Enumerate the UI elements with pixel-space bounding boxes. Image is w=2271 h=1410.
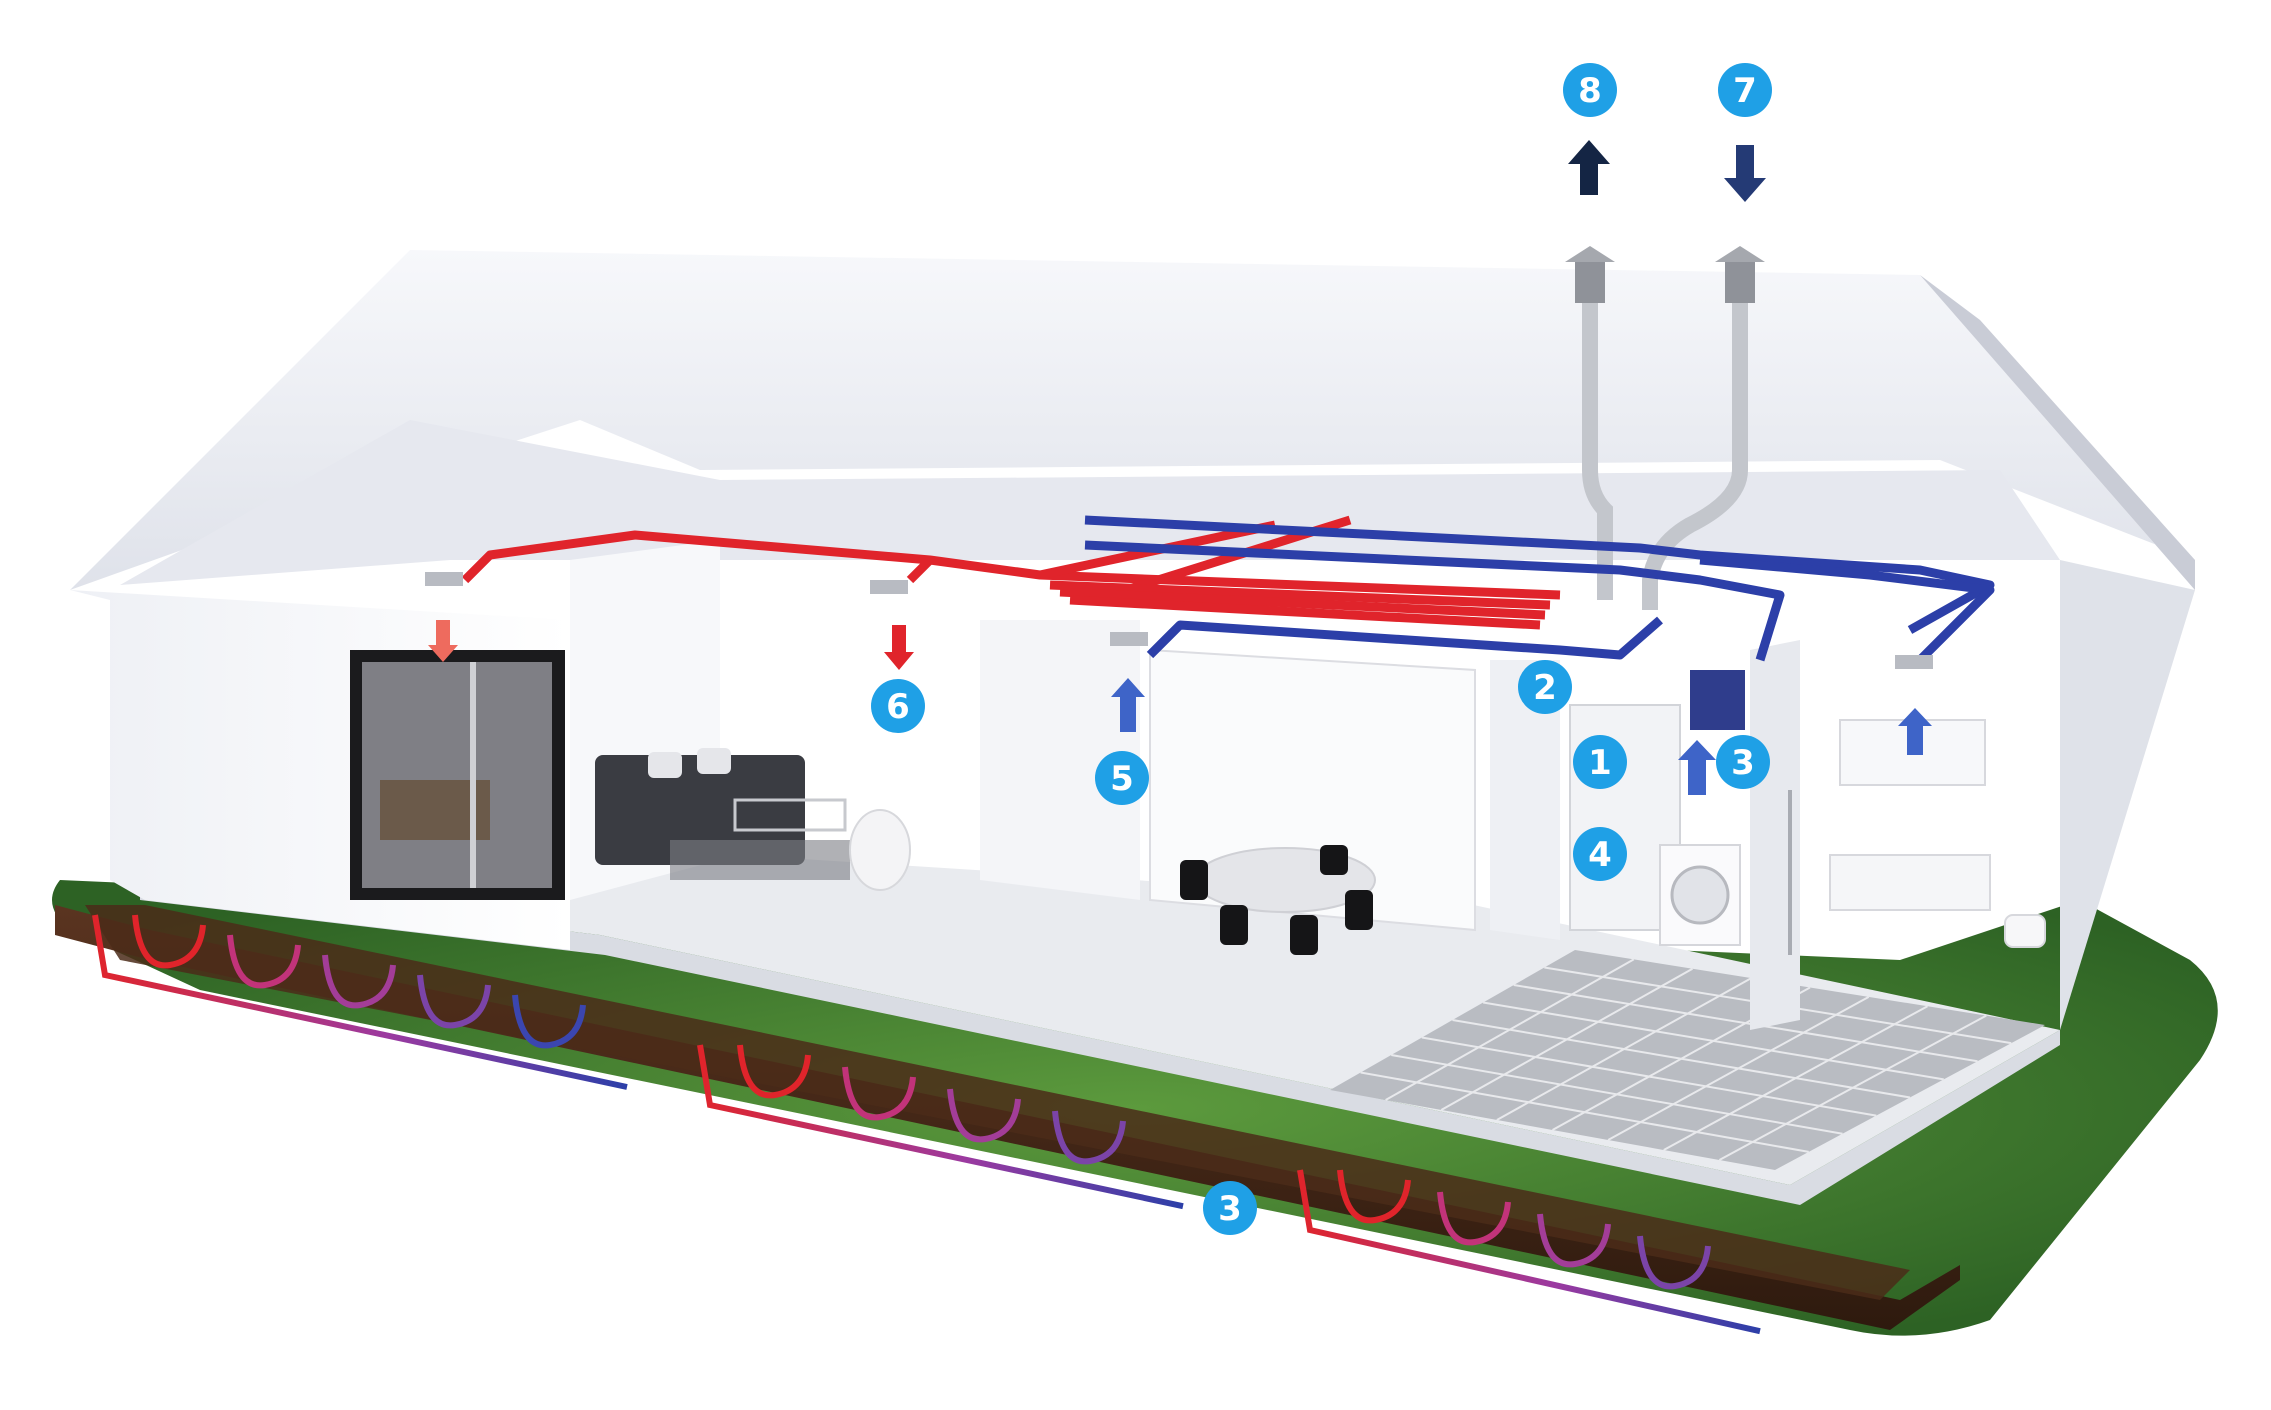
number-badges: 8 7 6 5 21 3 4 3 <box>871 63 1772 1235</box>
intake-stack-cap <box>1715 246 1765 262</box>
sofa-cushion <box>697 748 731 774</box>
ventilation-unit <box>1690 670 1745 730</box>
number-badge-5: 5 <box>1095 751 1149 805</box>
tile-line <box>1718 1014 1987 1161</box>
bathroom-partition <box>1750 640 1800 1030</box>
collector-loop <box>512 994 586 1049</box>
bathroom-vanity <box>1829 854 1991 911</box>
diffuser <box>1110 632 1148 646</box>
diffuser <box>425 572 463 586</box>
dining-chairs <box>1180 845 1373 955</box>
collector-loop <box>227 934 301 989</box>
badge-label: 8 <box>1578 71 1602 111</box>
number-badge-8: 8 <box>1563 63 1617 117</box>
right-exterior-wall <box>2060 560 2195 1030</box>
badge-label: 3 <box>1218 1189 1242 1229</box>
kitchen-wall <box>980 620 1140 900</box>
airflow-arrows <box>428 140 1932 795</box>
sofa-cushion <box>648 752 682 778</box>
tile-line <box>1452 1019 1911 1099</box>
warm-air-arrow-icon <box>884 625 914 670</box>
intake-arrow-icon <box>1724 145 1766 202</box>
roof-vents <box>1565 246 1765 610</box>
collector-header-pipe <box>92 914 628 1090</box>
intake-duct <box>1642 303 1748 610</box>
warm-air-arrow-icon <box>428 620 458 662</box>
roof <box>70 250 2195 590</box>
tile-line <box>1482 1001 1944 1081</box>
collector-loop <box>1537 1213 1611 1268</box>
soil-band <box>85 905 1910 1300</box>
window-mullion <box>470 662 476 888</box>
collector-loop <box>947 1088 1021 1143</box>
badge-circle <box>1716 735 1770 789</box>
exhaust-stack <box>1575 258 1605 303</box>
intake-stack <box>1725 258 1755 303</box>
cool-air-arrow-icon <box>1111 678 1145 732</box>
exhaust-stack-cap <box>1565 246 1615 262</box>
badge-circle <box>1518 660 1572 714</box>
coffee-table <box>733 798 847 832</box>
badge-label: 7 <box>1733 71 1757 111</box>
collector-header-pipe <box>697 1044 1184 1210</box>
badge-label: 2 <box>1533 668 1557 708</box>
washing-machine-door <box>1670 865 1730 925</box>
collector-loop <box>842 1066 916 1121</box>
ground-heat-collector <box>92 914 1761 1335</box>
collector-loop <box>1437 1191 1511 1246</box>
badge-circle <box>1718 63 1772 117</box>
number-badge-3: 3 <box>1203 1181 1257 1235</box>
number-badge-7: 7 <box>1718 63 1772 117</box>
armchair <box>849 809 911 891</box>
exhaust-duct <box>1582 303 1613 600</box>
cool-air-arrow-icon <box>1898 708 1932 755</box>
roof-gable-right <box>1920 275 2195 590</box>
sofa <box>595 755 805 865</box>
exhaust-arrow-icon <box>1568 140 1610 195</box>
diffuser <box>870 580 908 594</box>
badge-label: 3 <box>1731 743 1755 783</box>
collector-loop <box>417 974 491 1029</box>
rug <box>670 840 850 880</box>
badge-circle <box>1203 1181 1257 1235</box>
badge-circle <box>1573 735 1627 789</box>
tile-line <box>1513 984 1978 1063</box>
collector-loop <box>1052 1110 1126 1165</box>
badge-circle <box>871 679 925 733</box>
badge-circle <box>1573 827 1627 881</box>
technical-room-wall <box>1490 660 1560 940</box>
floor-slab <box>140 880 2060 1205</box>
wall-toilet <box>2004 914 2046 948</box>
badge-circle <box>1095 751 1149 805</box>
collector-loop <box>1637 1235 1711 1290</box>
badge-label: 4 <box>1588 835 1612 875</box>
collector-loop <box>1337 1169 1411 1224</box>
number-badge-1: 1 <box>1573 735 1627 789</box>
number-badge-6: 6 <box>871 679 925 733</box>
number-badge-3: 3 <box>1716 735 1770 789</box>
supply-air-ducts <box>461 515 1561 630</box>
badge-label: 6 <box>886 687 910 727</box>
badge-label: 5 <box>1110 759 1134 799</box>
number-badge-4: 4 <box>1573 827 1627 881</box>
collector-loop <box>322 954 396 1009</box>
window-glass <box>362 662 552 888</box>
ceiling-diffusers <box>425 572 1933 669</box>
cool-air-arrow-icon <box>1678 740 1716 795</box>
diffuser <box>1895 655 1933 669</box>
tile-line <box>1607 995 1870 1141</box>
extract-air-ducts <box>1084 515 1995 664</box>
tile-line <box>1663 1005 1928 1151</box>
collector-header-pipe <box>1297 1169 1761 1335</box>
badge-circle <box>1563 63 1617 117</box>
collector-loop <box>737 1044 811 1099</box>
number-badge-2: 2 <box>1518 660 1572 714</box>
collector-loop <box>132 914 206 969</box>
badge-label: 1 <box>1588 743 1612 783</box>
tile-grid <box>1360 958 2012 1161</box>
